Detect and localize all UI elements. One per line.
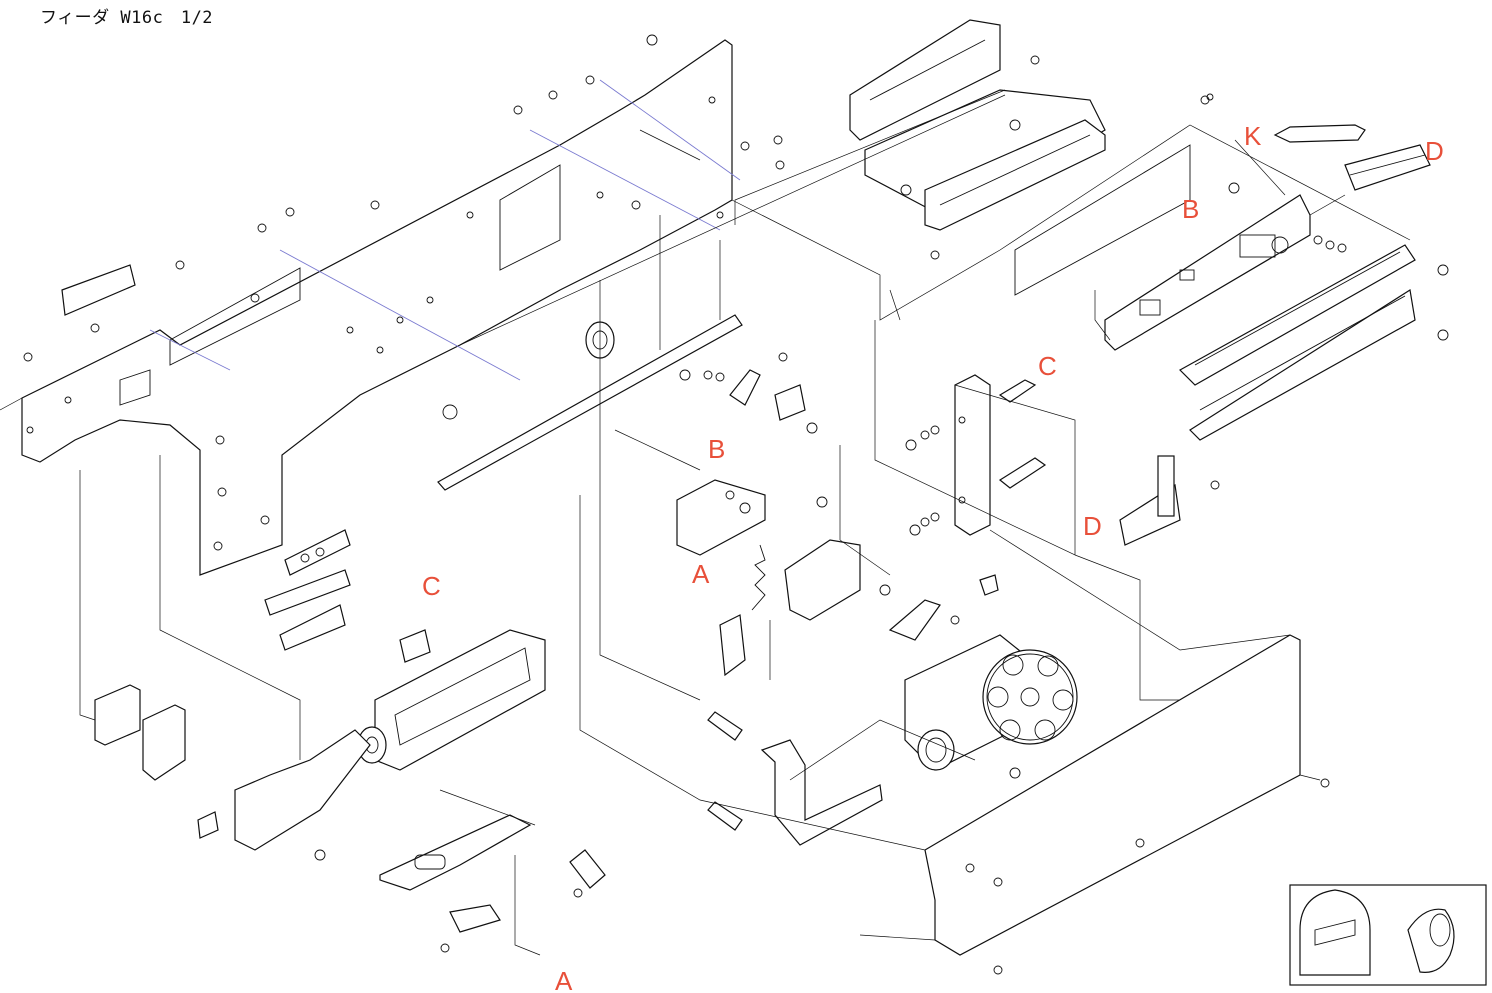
callout-c-left: C (422, 571, 441, 601)
l-bracket[interactable] (762, 740, 882, 845)
flat-cable-d-mid[interactable] (1120, 456, 1180, 545)
flat-cable-d-top[interactable] (1345, 145, 1430, 190)
connector-plug[interactable] (143, 705, 185, 780)
spacer-roller-lower[interactable] (708, 802, 742, 830)
spacer-roller-upper[interactable] (708, 712, 742, 740)
small-label[interactable] (198, 812, 218, 838)
pointing-hand-icon (1275, 125, 1365, 142)
sensor-bracket-b[interactable] (730, 370, 760, 405)
main-frame-plate[interactable] (22, 40, 732, 575)
lever-block[interactable] (677, 480, 765, 555)
detent-pawl[interactable] (720, 615, 745, 675)
tape-case (1300, 890, 1370, 975)
callout-a-mid: A (692, 559, 710, 589)
name-label-plate[interactable] (62, 265, 135, 315)
callout-d-top: D (1425, 136, 1444, 166)
tape-reel-inset (1290, 885, 1486, 985)
callout-k: K (1244, 121, 1262, 151)
callout-c-right: C (1038, 351, 1057, 381)
front-end-block[interactable] (235, 730, 370, 850)
guide-shaft-upper[interactable] (1000, 380, 1035, 402)
small-connector-block[interactable] (450, 905, 500, 932)
vertical-mount-bracket[interactable] (955, 375, 990, 535)
tension-spring[interactable] (752, 545, 765, 610)
sprocket-wheel[interactable] (983, 650, 1077, 744)
callout-a-bottom: A (555, 966, 573, 993)
callout-b-top: B (1182, 194, 1199, 224)
callout-d-mid: D (1083, 511, 1102, 541)
sensor-switch-arm[interactable] (890, 575, 998, 640)
knob-cylinder[interactable] (570, 850, 605, 888)
lower-tape-guide-body[interactable] (358, 630, 545, 770)
switch-board[interactable] (280, 605, 345, 650)
guide-shaft-lower[interactable] (1000, 458, 1045, 488)
callout-b-mid: B (708, 434, 725, 464)
connector-housing[interactable] (95, 685, 140, 745)
square-label[interactable] (400, 630, 430, 662)
cam-lever[interactable] (785, 540, 860, 620)
indicator-panel[interactable] (380, 815, 530, 890)
button-cover-plate[interactable] (285, 530, 350, 575)
sensor-holder[interactable] (775, 385, 805, 420)
